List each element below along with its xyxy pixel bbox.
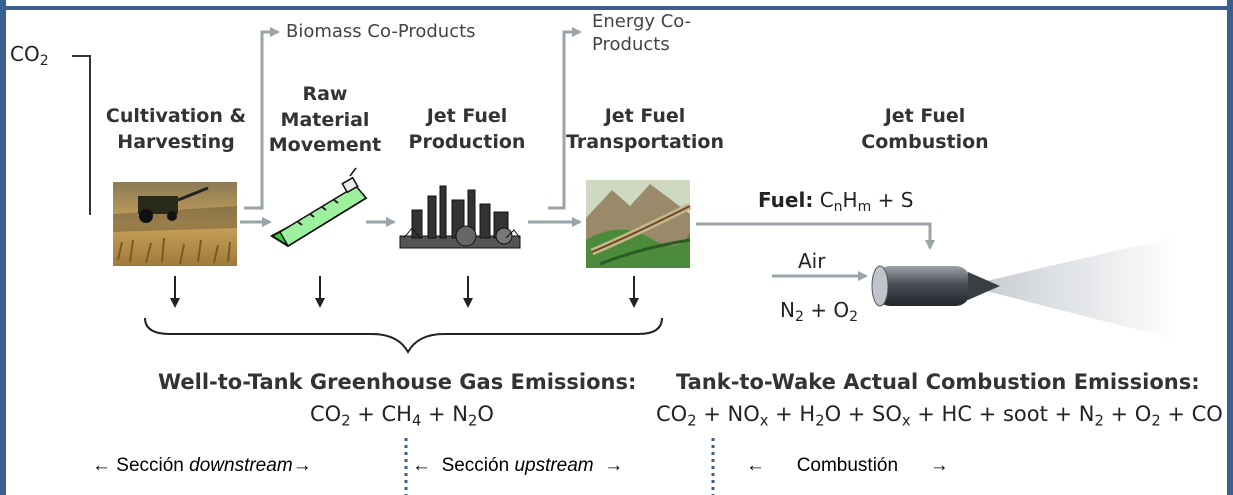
formula-part: + N <box>421 402 468 426</box>
frame-left-border <box>0 0 6 495</box>
well-to-tank-title: Well-to-Tank Greenhouse Gas Emissions: <box>158 370 637 394</box>
formula-part: CO <box>310 402 342 426</box>
formula-part: + O <box>1103 402 1152 426</box>
formula-part: 4 <box>411 412 422 430</box>
air-label: Air <box>798 249 826 273</box>
formula-part: x <box>759 412 769 430</box>
exhaust-plume <box>982 236 1178 340</box>
well-to-tank-formula: CO2 + CH4 + N2O <box>310 404 494 429</box>
arrow-biomass-coproducts <box>244 27 280 210</box>
formula-part: CO <box>656 402 688 426</box>
transportation-image <box>586 180 692 268</box>
formula-part: O + SO <box>824 402 902 426</box>
biomass-coproducts-label: Biomass Co-Products <box>286 21 476 42</box>
arrow-energy-coproducts <box>548 27 582 210</box>
section-combustion-label: ← Combustión → <box>746 455 949 476</box>
refinery-image <box>399 185 521 249</box>
formula-part: + CH <box>350 402 412 426</box>
air-formula: N2 + O2 <box>780 298 859 326</box>
formula-part: 2 <box>341 412 351 430</box>
formula-part: 2 <box>1151 412 1161 430</box>
cultivation-image <box>113 182 237 266</box>
formula-part: 2 <box>1094 412 1104 430</box>
stage-cultivation-label: Cultivation &Harvesting <box>105 105 247 153</box>
fuel-line <box>696 222 935 250</box>
formula-part: + NO <box>696 402 760 426</box>
fuel-formula: Fuel: CnHm + S <box>758 188 914 216</box>
tanker-image <box>270 167 368 248</box>
tank-to-wake-title: Tank-to-Wake Actual Combustion Emissions… <box>676 370 1200 394</box>
formula-part: 2 <box>687 412 697 430</box>
co2-bracket <box>72 55 91 215</box>
formula-part: O <box>477 402 494 426</box>
formula-part: + CO <box>1160 402 1223 426</box>
section-downstream-label: ← Sección downstream→ <box>92 455 312 476</box>
formula-part: 2 <box>467 412 478 430</box>
frame-right-border <box>1227 0 1233 495</box>
formula-part: + HC + soot + N <box>910 402 1095 426</box>
formula-part: 2 <box>815 412 825 430</box>
well-to-tank-brace <box>144 317 663 355</box>
formula-part: x <box>901 412 911 430</box>
energy-coproducts-label: Energy Co- Products <box>592 11 692 55</box>
co2-input-label: CO2 <box>10 42 49 70</box>
tank-to-wake-formula: CO2 + NOx + H2O + SOx + HC + soot + N2 +… <box>656 404 1223 429</box>
jet-engine-image <box>871 265 1000 307</box>
section-upstream-label: ← Sección upstream → <box>412 455 624 476</box>
frame-top-border <box>0 0 1233 10</box>
formula-part: + H <box>768 402 816 426</box>
